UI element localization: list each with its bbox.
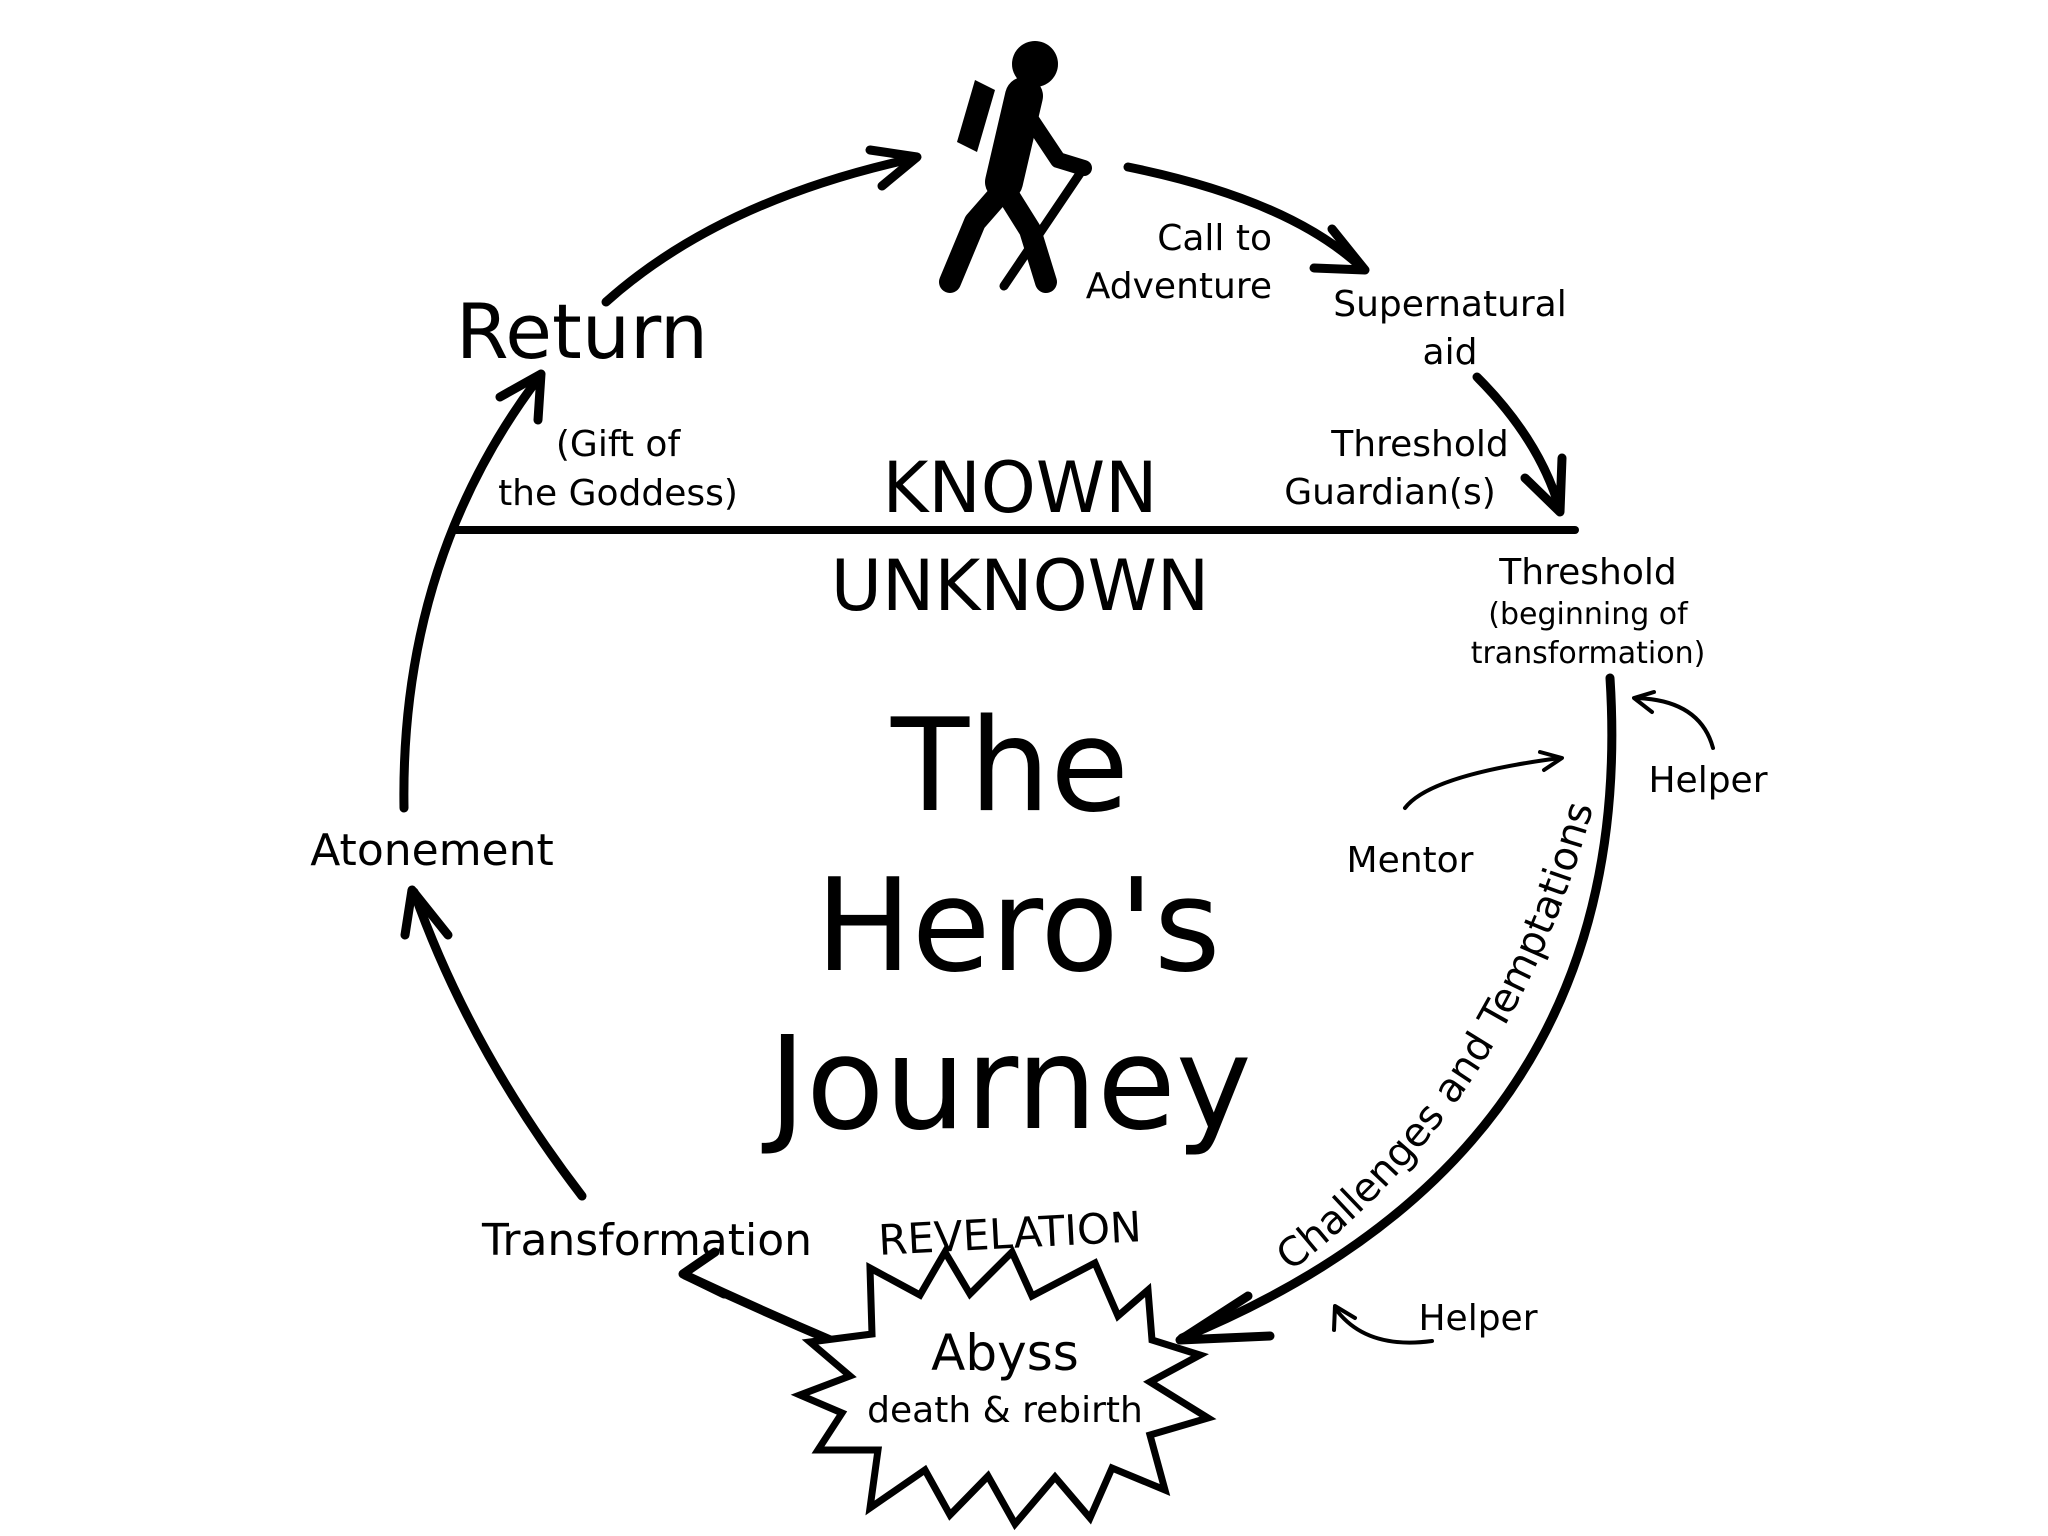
label-known: KNOWN — [883, 447, 1158, 529]
hiker-icon — [939, 41, 1092, 293]
label-guardian-line2: Guardian(s) — [1284, 472, 1496, 513]
helper-arrows — [1332, 690, 1715, 1345]
label-transformation: Transformation — [481, 1215, 812, 1266]
label-aid-line1: Supernatural — [1333, 284, 1567, 325]
label-mentor: Mentor — [1347, 840, 1474, 881]
label-unknown: UNKNOWN — [831, 545, 1210, 627]
arrow-helper-top — [1634, 696, 1715, 750]
label-return: Return — [456, 287, 708, 376]
starburst-icon — [790, 1245, 1217, 1531]
label-call-line2: Adventure — [1086, 266, 1272, 307]
label-helper-bottom: Helper — [1418, 1298, 1537, 1339]
arrow-mentor — [1403, 756, 1562, 810]
cycle-arrows — [399, 145, 1617, 1347]
arrow-return-to-hero — [601, 153, 920, 307]
label-helper-top: Helper — [1648, 760, 1767, 801]
arrow-atonement-to-return — [399, 371, 545, 813]
arrow-transformation-to-atonement — [409, 887, 587, 1201]
label-gift-line1: (Gift of — [556, 424, 682, 465]
label-threshold-line1: Threshold — [1498, 552, 1676, 593]
arrow-aid-to-threshold — [1472, 372, 1565, 515]
label-atonement: Atonement — [310, 825, 554, 876]
title-line1: The — [890, 692, 1129, 841]
label-aid-line2: aid — [1423, 332, 1478, 373]
label-guardian-line1: Threshold — [1330, 424, 1508, 465]
label-abyss-line1: Abyss — [931, 1324, 1079, 1382]
label-threshold-line3: transformation) — [1471, 636, 1706, 671]
title-line3: Journey — [761, 1010, 1251, 1159]
label-call-line1: Call to — [1157, 218, 1272, 259]
label-revelation: REVELATION — [877, 1202, 1143, 1265]
label-gift-line2: the Goddess) — [498, 473, 738, 514]
label-threshold-line2: (beginning of — [1488, 597, 1689, 632]
label-abyss-line2: death & rebirth — [867, 1390, 1143, 1431]
arrow-helper-bottom — [1333, 1306, 1434, 1345]
title-line2: Hero's — [816, 852, 1221, 1001]
arc-challenges — [1177, 673, 1617, 1343]
arrow-call-to-aid — [1123, 162, 1367, 273]
